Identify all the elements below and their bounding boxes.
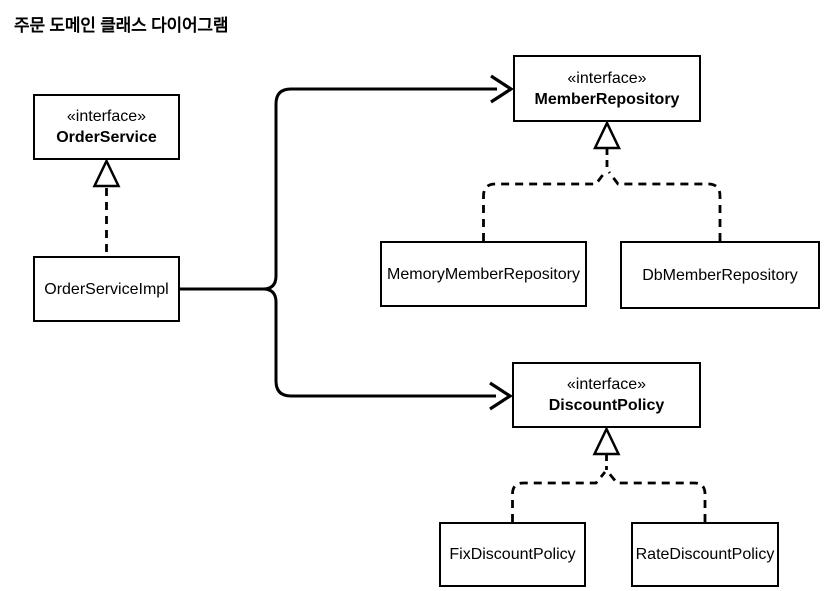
class-fix-discount-policy: FixDiscountPolicy	[439, 522, 586, 587]
class-name: RateDiscountPolicy	[635, 546, 775, 563]
realization-children-to-discount-policy	[511, 426, 707, 522]
diagram-title: 주문 도메인 클래스 다이어그램	[14, 16, 229, 35]
class-name: OrderServiceImpl	[44, 280, 169, 298]
class-name: DiscountPolicy	[548, 397, 665, 414]
class-db-member-repository: DbMemberRepository	[620, 241, 820, 309]
class-name: DbMemberRepository	[642, 266, 798, 284]
class-stereotype: «interface»	[566, 376, 647, 393]
realization-children-to-member-repository	[482, 120, 722, 241]
dependency-order-service-impl-to-discount-policy	[180, 287, 513, 411]
open-arrowhead	[489, 381, 513, 411]
hollow-triangle-arrowhead	[593, 120, 621, 150]
class-discount-policy: «interface» DiscountPolicy	[512, 362, 701, 428]
class-member-repository: «interface» MemberRepository	[513, 55, 701, 122]
class-order-service-impl: OrderServiceImpl	[33, 256, 180, 322]
class-name: MemberRepository	[534, 90, 680, 108]
dependency-line	[180, 287, 496, 398]
class-name: FixDiscountPolicy	[449, 546, 576, 563]
hollow-triangle-arrowhead	[592, 426, 621, 456]
realization-line-memory-member-repository	[482, 171, 607, 241]
class-order-service: «interface» OrderService	[33, 94, 180, 160]
class-stereotype: «interface»	[66, 108, 147, 125]
realization-order-service-impl-to-order-service	[92, 158, 121, 256]
realization-line-rate-discount-policy	[606, 471, 707, 522]
class-memory-member-repository: MemoryMemberRepository	[380, 241, 587, 307]
hollow-triangle-arrowhead	[92, 158, 121, 188]
class-stereotype: «interface»	[567, 69, 647, 87]
class-name: MemoryMemberRepository	[387, 265, 580, 283]
realization-line-fix-discount-policy	[511, 471, 607, 522]
realization-line-db-member-repository	[607, 171, 722, 241]
class-rate-discount-policy: RateDiscountPolicy	[631, 522, 779, 587]
class-name: OrderService	[56, 129, 157, 146]
open-arrowhead	[490, 74, 514, 104]
